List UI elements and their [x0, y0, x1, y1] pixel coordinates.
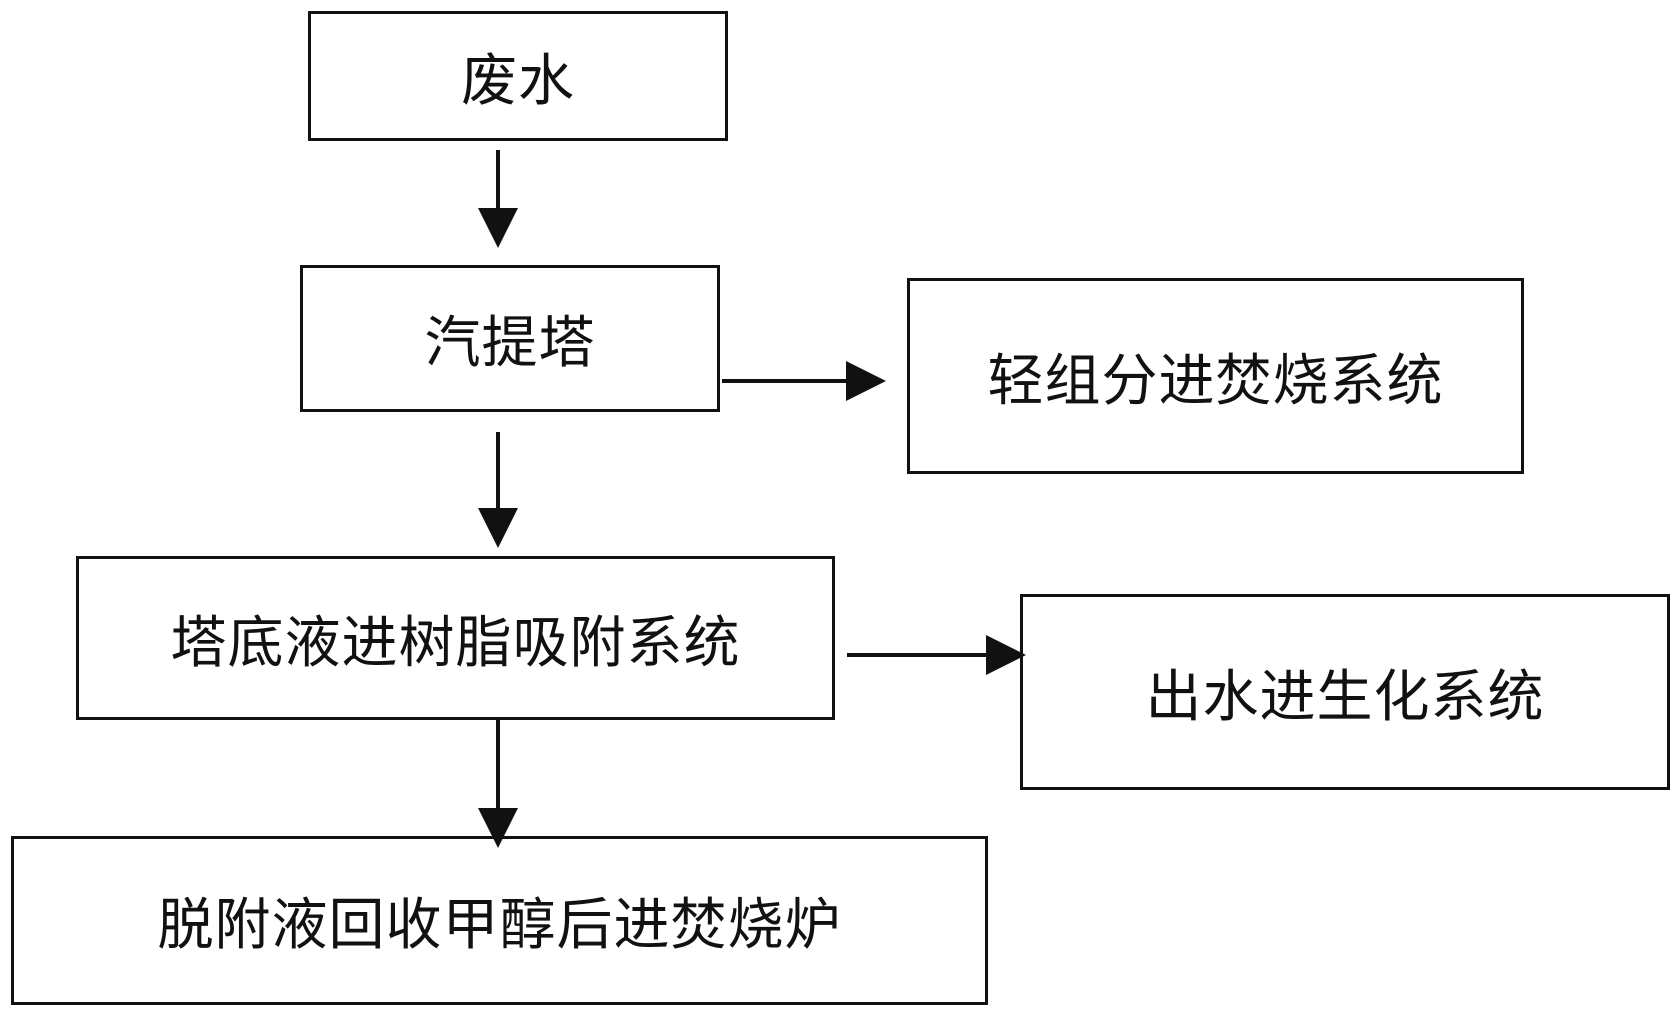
node-light-to-incineration-label: 轻组分进焚烧系统: [987, 348, 1444, 414]
node-stripper: 汽提塔: [300, 265, 720, 412]
node-desorption-to-furnace-label: 脱附液回收甲醇后进焚烧炉: [157, 893, 842, 958]
node-stripper-label: 汽提塔: [424, 311, 596, 376]
node-wastewater-label: 废水: [461, 48, 575, 114]
node-effluent-to-biochem: 出水进生化系统: [1020, 594, 1670, 790]
node-desorption-to-furnace: 脱附液回收甲醇后进焚烧炉: [11, 836, 988, 1005]
node-bottoms-to-resin-label: 塔底液进树脂吸附系统: [170, 610, 741, 676]
node-light-to-incineration: 轻组分进焚烧系统: [907, 278, 1524, 474]
node-bottoms-to-resin: 塔底液进树脂吸附系统: [76, 556, 835, 720]
node-wastewater: 废水: [308, 11, 728, 141]
node-effluent-to-biochem-label: 出水进生化系统: [1145, 664, 1545, 730]
